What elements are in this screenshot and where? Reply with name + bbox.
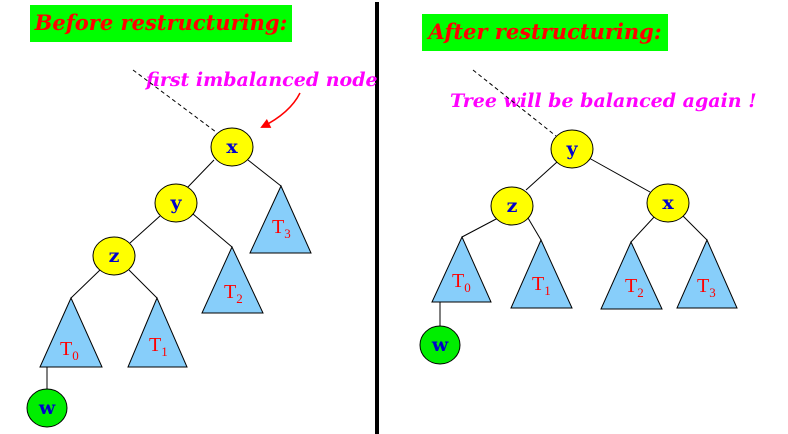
before-edge-y-t2 — [192, 213, 233, 248]
after-node-w — [419, 325, 461, 365]
after-subtree-t1 — [510, 238, 573, 309]
before-parent-link — [132, 69, 217, 133]
before-node-x — [210, 127, 254, 167]
before-subtree-t2-label: T2 — [224, 281, 243, 306]
after-subtree-t2 — [600, 240, 663, 310]
after-node-z — [490, 186, 534, 226]
before-annotation: first imbalanced node — [144, 69, 378, 91]
before-subtree-t3-label: T3 — [272, 216, 291, 241]
after-node-x — [646, 183, 690, 223]
after-parent-link — [472, 69, 557, 137]
after-annotation: Tree will be balanced again ! — [450, 90, 757, 112]
before-title-banner — [30, 5, 292, 42]
after-title: After restructuring: — [426, 19, 661, 44]
before-edge-z-t1 — [128, 269, 158, 299]
before-node-w — [26, 388, 68, 428]
after-edge-y-z — [525, 161, 558, 191]
after-edge-z-t0 — [461, 217, 499, 238]
before-node-x-label: x — [226, 136, 238, 158]
before-edge-y-z — [129, 215, 161, 244]
after-node-y — [550, 129, 594, 169]
before-subtree-t0 — [39, 296, 103, 368]
after-node-w-label: w — [431, 334, 449, 356]
before-node-y — [154, 183, 198, 223]
before-node-w-label: w — [38, 397, 56, 419]
after-subtree-t3-label: T3 — [697, 275, 716, 300]
before-edge-x-t3 — [247, 159, 282, 187]
after-edge-x-t2 — [630, 215, 656, 243]
before-subtree-t3 — [249, 184, 312, 254]
before-edge-x-y — [185, 159, 215, 190]
after-title-banner — [422, 14, 668, 51]
before-title: Before restructuring: — [34, 10, 288, 35]
before-subtree-t0-label: T0 — [60, 338, 79, 363]
before-panel: Before restructuring: first imbalanced n… — [26, 5, 378, 428]
after-subtree-t0-label: T0 — [452, 270, 471, 295]
annotation-arrow — [260, 92, 301, 128]
before-node-z — [92, 236, 136, 276]
after-edge-y-x — [588, 157, 651, 193]
after-subtree-t0 — [431, 235, 492, 303]
before-subtree-t1 — [127, 296, 188, 368]
after-subtree-t2-label: T2 — [625, 275, 644, 300]
after-panel: After restructuring: Tree will be balanc… — [419, 14, 757, 365]
after-subtree-t3 — [676, 238, 738, 309]
after-node-x-label: x — [662, 192, 674, 214]
after-node-y-label: y — [565, 138, 578, 160]
before-subtree-t1-label: T1 — [149, 334, 168, 359]
before-edge-z-t0 — [70, 269, 101, 299]
before-subtree-t2 — [201, 245, 264, 314]
before-node-y-label: y — [169, 192, 182, 214]
before-node-z-label: z — [109, 245, 120, 267]
after-edge-z-t1 — [527, 217, 542, 241]
after-subtree-t1-label: T1 — [532, 273, 551, 298]
after-node-z-label: z — [507, 195, 518, 217]
after-edge-x-t3 — [682, 215, 708, 241]
